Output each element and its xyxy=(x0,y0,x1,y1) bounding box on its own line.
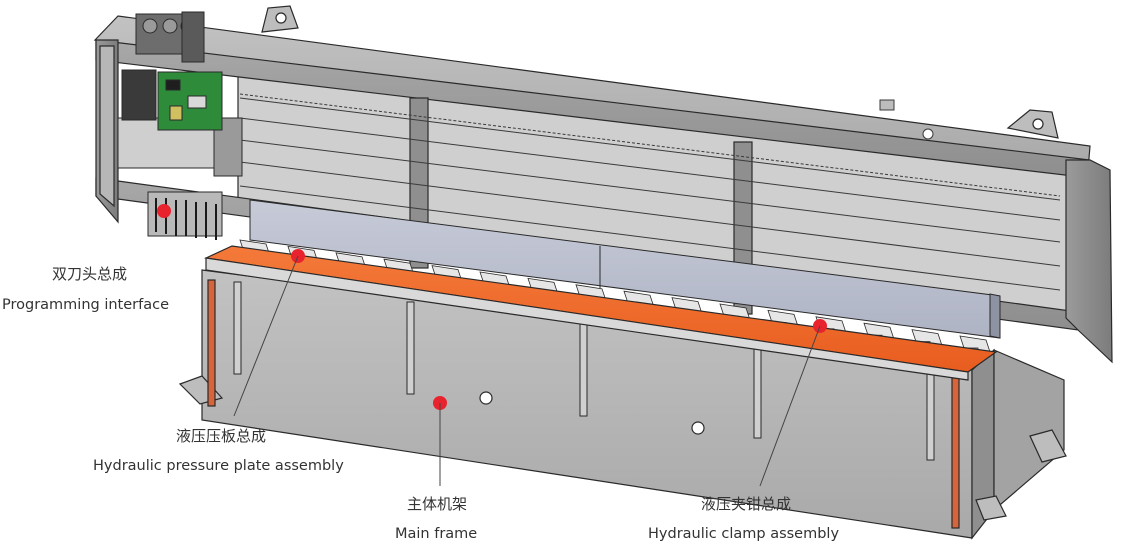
pressure-plate xyxy=(249,199,1001,339)
frame-mid-foot xyxy=(975,495,1007,521)
beam-right-end xyxy=(1065,159,1113,364)
label-frame-en: Main frame xyxy=(395,526,478,542)
frame-right-base-foot xyxy=(1029,429,1067,463)
leader-lines xyxy=(233,255,821,487)
label-clamp-cn: 液压夹钳总成 xyxy=(701,495,792,513)
support-rods xyxy=(233,281,935,461)
right-orange-strip xyxy=(951,377,960,529)
cutter-head-assembly xyxy=(117,11,243,240)
left-orange-strip xyxy=(207,279,216,407)
label-clamp-en: Hydraulic clamp assembly xyxy=(648,526,840,542)
mounting-lugs xyxy=(261,5,1059,139)
label-cutter-cn: 双刀头总成 xyxy=(52,265,128,283)
guide-rails xyxy=(239,93,1061,291)
frame-back-side xyxy=(993,349,1065,512)
label-plate-cn: 液压压板总成 xyxy=(176,427,267,445)
label-frame-cn: 主体机架 xyxy=(407,495,468,513)
leader-plate xyxy=(233,255,299,417)
motor-block xyxy=(121,69,157,121)
leader-clamp xyxy=(759,325,821,487)
clamp-rail xyxy=(203,245,998,381)
label-cutter-en: Programming interface xyxy=(2,297,170,313)
label-plate-en: Hydraulic pressure plate assembly xyxy=(93,458,344,474)
beam-left-end-face xyxy=(99,45,115,208)
marker-cutter xyxy=(157,204,171,218)
